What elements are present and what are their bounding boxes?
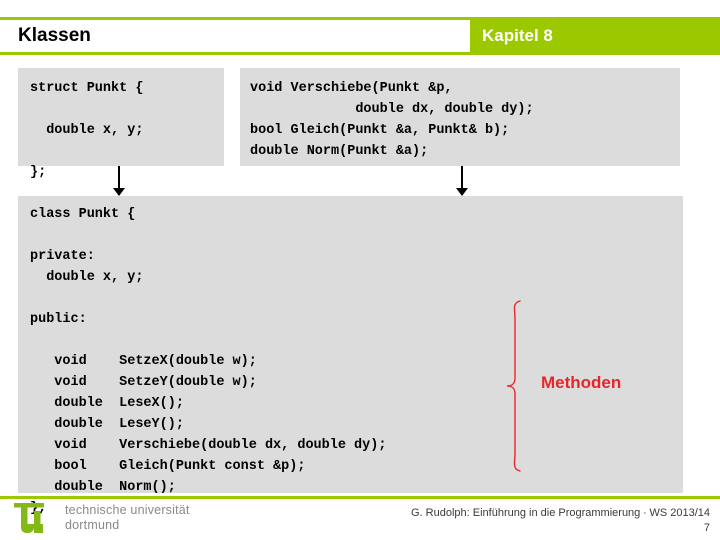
footer-divider bbox=[0, 496, 720, 499]
slide-header-band: Klassen Kapitel 8 bbox=[0, 17, 720, 55]
tu-logo-line1: technische universität bbox=[65, 503, 190, 517]
tu-logo-mark-icon bbox=[14, 503, 44, 533]
arrow-head bbox=[456, 188, 468, 196]
page-number: 7 bbox=[703, 522, 710, 534]
arrow-shaft bbox=[118, 166, 120, 189]
code-block-functions: void Verschiebe(Punkt &p, double dx, dou… bbox=[240, 68, 680, 166]
page-title: Klassen bbox=[18, 25, 91, 46]
footer-credit: G. Rudolph: Einführung in die Programmie… bbox=[411, 507, 710, 519]
chapter-label: Kapitel 8 bbox=[482, 26, 553, 45]
slide-title-box: Klassen bbox=[0, 20, 470, 52]
tu-logo-text: technische universität dortmund bbox=[65, 503, 190, 533]
code-block-struct: struct Punkt { double x, y; }; bbox=[18, 68, 224, 180]
red-curly-brace-icon bbox=[498, 300, 528, 472]
footer-credit-area: G. Rudolph: Einführung in die Programmie… bbox=[411, 506, 710, 536]
methoden-annotation-label: Methoden bbox=[541, 373, 622, 392]
arrow-head bbox=[113, 188, 125, 196]
arrow-shaft bbox=[461, 166, 463, 189]
down-arrow-icon-left bbox=[112, 166, 126, 196]
down-arrow-icon-right bbox=[455, 166, 469, 196]
code-block-class: class Punkt { private: double x, y; publ… bbox=[18, 196, 683, 516]
tu-dortmund-logo: technische universität dortmund bbox=[14, 503, 190, 533]
tu-logo-line2: dortmund bbox=[65, 518, 120, 532]
